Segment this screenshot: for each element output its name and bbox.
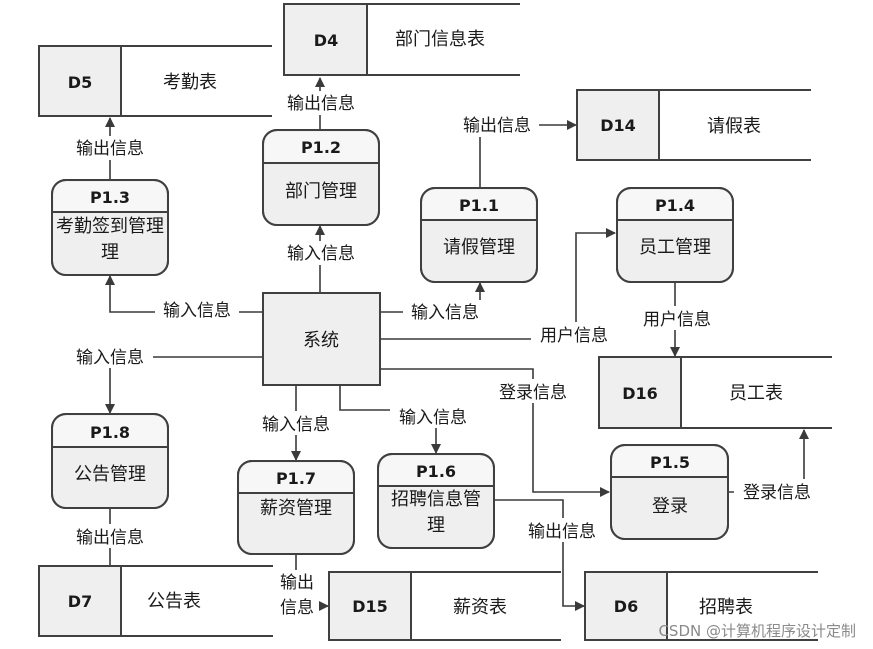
store-id: D4 [314, 31, 338, 50]
store-name: 请假表 [707, 116, 761, 137]
flow-label-user-info-1: 用户信息 [540, 326, 608, 346]
flow-label-in-p11: 输入信息 [411, 303, 479, 323]
process-name: 公告管理 [74, 464, 146, 485]
process-id: P1.2 [301, 138, 341, 157]
watermark-text: CSDN @计算机程序设计定制 [658, 622, 856, 640]
store-d15: D15 薪资表 [328, 571, 561, 641]
process-name: 部门管理 [285, 181, 357, 202]
flow-labels: 输出信息 输入信息 输出信息 输入信息 输出信息 输入信息 用户信息 用户信息 … [67, 91, 820, 620]
process-p16: P1.6 招聘信息管 理 [377, 453, 495, 549]
process-name: 薪资管理 [260, 498, 332, 519]
process-id: P1.5 [650, 453, 690, 472]
flow-label-in-p17: 输入信息 [262, 415, 330, 435]
flow-p16-to-d6 [494, 499, 585, 611]
store-id: D15 [352, 597, 388, 616]
process-id: P1.1 [459, 196, 499, 215]
process-id: P1.6 [416, 462, 456, 481]
store-name: 考勤表 [163, 72, 217, 93]
system-entity: 系统 [262, 292, 381, 386]
store-d6: D6 招聘表 [584, 571, 818, 641]
process-p17: P1.7 薪资管理 [237, 460, 355, 555]
process-name-line2: 理 [427, 515, 445, 536]
store-d5: D5 考勤表 [38, 45, 272, 117]
flow-label-login-info-1: 登录信息 [499, 383, 567, 403]
process-name-line1: 考勤签到管理 [56, 216, 164, 237]
process-name: 登录 [652, 496, 688, 517]
flow-label-out-d15-line1: 输出 [280, 573, 314, 593]
store-name: 公告表 [147, 591, 201, 612]
process-p18: P1.8 公告管理 [51, 413, 169, 509]
system-box [262, 292, 381, 386]
flow-label-in-p16: 输入信息 [399, 408, 467, 428]
store-d4: D4 部门信息表 [283, 3, 520, 76]
store-id: D16 [622, 384, 658, 403]
flow-label-login-info-2: 登录信息 [743, 483, 811, 503]
flow-system-to-p15 [380, 368, 610, 497]
system-label: 系统 [303, 330, 339, 351]
process-p15: P1.5 登录 [610, 444, 729, 540]
store-id: D5 [68, 73, 92, 92]
flow-label-in-p12: 输入信息 [287, 244, 355, 264]
process-name: 员工管理 [639, 237, 711, 258]
process-id: P1.3 [90, 188, 130, 207]
flow-label-out-d4: 输出信息 [287, 94, 355, 114]
process-p12: P1.2 部门管理 [262, 129, 380, 226]
store-name: 招聘表 [699, 597, 753, 618]
store-id: D7 [68, 592, 92, 611]
store-name: 员工表 [729, 383, 783, 404]
store-d7: D7 公告表 [38, 565, 273, 637]
flow-label-user-info-2: 用户信息 [643, 310, 711, 330]
process-id: P1.4 [655, 196, 695, 215]
store-id: D6 [614, 597, 638, 616]
store-id: D14 [600, 116, 636, 135]
store-name: 部门信息表 [395, 29, 485, 50]
process-id: P1.7 [276, 469, 316, 488]
process-p14: P1.4 员工管理 [616, 187, 734, 283]
flow-label-in-p18: 输入信息 [76, 348, 144, 368]
store-d16: D16 员工表 [598, 356, 832, 429]
store-name: 薪资表 [453, 597, 507, 618]
flow-label-out-d14: 输出信息 [463, 116, 531, 136]
flow-label-out-d7: 输出信息 [76, 528, 144, 548]
flow-label-out-d15-line2: 信息 [280, 598, 314, 618]
process-p13: P1.3 考勤签到管理 理 [51, 179, 169, 276]
process-p11: P1.1 请假管理 [420, 187, 538, 283]
process-name-line2: 理 [101, 242, 119, 263]
flow-label-out-d6: 输出信息 [528, 522, 596, 542]
store-d14: D14 请假表 [576, 89, 811, 161]
process-id: P1.8 [90, 423, 130, 442]
flow-label-out-d5: 输出信息 [76, 139, 144, 159]
flow-system-to-p14 [380, 228, 616, 340]
process-name-line1: 招聘信息管 [391, 489, 481, 510]
process-name: 请假管理 [443, 237, 515, 258]
flow-label-in-p13: 输入信息 [163, 301, 231, 321]
flow-system-to-p16 [339, 385, 441, 454]
